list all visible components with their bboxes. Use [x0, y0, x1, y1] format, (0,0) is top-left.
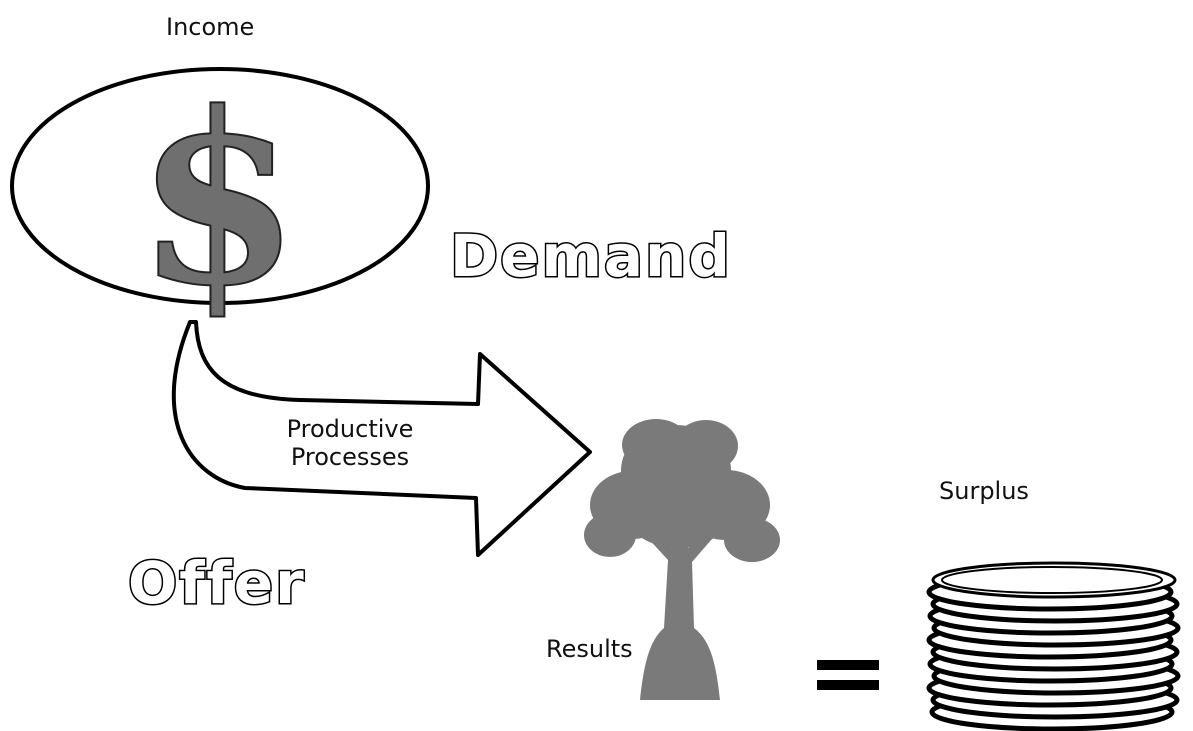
tree-icon: [584, 419, 780, 700]
svg-text:$: $: [136, 60, 300, 338]
demand-label: Demand: [450, 222, 732, 290]
income-label: Income: [166, 13, 255, 41]
offer-label: Offer: [128, 549, 306, 617]
surplus-label: Surplus: [939, 477, 1029, 505]
productive-processes-label: Productive Processes: [260, 415, 440, 471]
productive-processes-arrow: [171, 320, 592, 557]
dollar-sign-icon: $: [135, 59, 301, 339]
income-ellipse: [10, 67, 430, 305]
coin-stack-icon: [926, 561, 1181, 731]
productive-processes-line1: Productive: [286, 415, 414, 443]
equals-icon: [817, 660, 879, 690]
results-label: Results: [546, 635, 633, 663]
productive-processes-line2: Processes: [290, 442, 410, 471]
